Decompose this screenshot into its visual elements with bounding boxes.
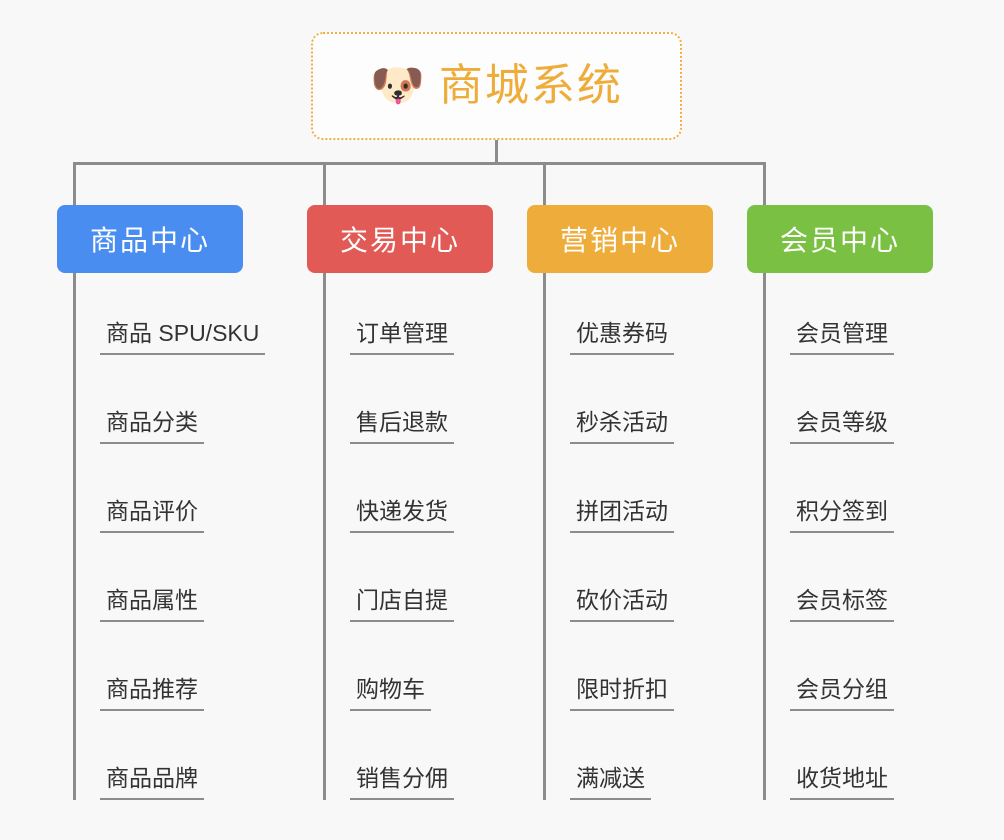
leaf-item[interactable]: 商品品牌 (74, 756, 204, 800)
leaf-item-label: 订单管理 (350, 318, 454, 355)
leaf-item-label: 会员等级 (790, 407, 894, 444)
leaf-item[interactable]: 拼团活动 (544, 489, 674, 533)
connector-spine-3 (542, 273, 546, 800)
leaf-item[interactable]: 销售分佣 (324, 756, 454, 800)
leaf-item-label: 商品品牌 (100, 763, 204, 800)
category-header-label: 营销中心 (559, 225, 680, 256)
leaf-item[interactable]: 购物车 (324, 667, 431, 711)
leaf-item-label: 秒杀活动 (570, 407, 674, 444)
leaf-item[interactable]: 会员管理 (764, 311, 894, 355)
connector-spine-1 (72, 273, 76, 800)
leaf-item[interactable]: 优惠券码 (544, 311, 674, 355)
leaf-item-label: 满减送 (570, 763, 651, 800)
leaf-item-label: 商品分类 (100, 407, 204, 444)
leaf-item-label: 商品 SPU/SKU (100, 318, 266, 355)
leaf-item[interactable]: 订单管理 (324, 311, 454, 355)
category-header-label: 交易中心 (339, 225, 460, 256)
category-header-1[interactable]: 商品中心 (57, 205, 243, 273)
connector-trunk (495, 140, 498, 165)
leaf-item[interactable]: 商品属性 (74, 578, 204, 622)
leaf-item[interactable]: 商品评价 (74, 489, 204, 533)
leaf-item-label: 门店自提 (350, 585, 454, 622)
leaf-item[interactable]: 收货地址 (764, 756, 894, 800)
category-header-3[interactable]: 营销中心 (527, 205, 713, 273)
leaf-item[interactable]: 满减送 (544, 756, 651, 800)
root-title: 商城系统 (438, 61, 623, 110)
leaf-item-label: 商品推荐 (100, 674, 204, 711)
category-header-label: 商品中心 (89, 225, 210, 256)
connector-bus (72, 162, 766, 165)
leaf-item-label: 拼团活动 (570, 496, 674, 533)
leaf-item[interactable]: 门店自提 (324, 578, 454, 622)
leaf-item[interactable]: 会员标签 (764, 578, 894, 622)
category-header-2[interactable]: 交易中心 (307, 205, 493, 273)
shiba-inu-dog-face-icon: 🐶 (370, 61, 425, 110)
leaf-item[interactable]: 商品 SPU/SKU (74, 311, 266, 355)
leaf-item-label: 快递发货 (350, 496, 454, 533)
leaf-item[interactable]: 积分签到 (764, 489, 894, 533)
leaf-item[interactable]: 商品推荐 (74, 667, 204, 711)
connector-drop-4 (762, 162, 766, 205)
connector-spine-2 (322, 273, 326, 800)
root-node[interactable]: 🐶 商城系统 (311, 32, 682, 140)
leaf-item-label: 会员标签 (790, 585, 894, 622)
leaf-item-label: 收货地址 (790, 763, 894, 800)
leaf-item-label: 销售分佣 (350, 763, 454, 800)
leaf-item[interactable]: 限时折扣 (544, 667, 674, 711)
connector-drop-2 (322, 162, 326, 205)
leaf-item[interactable]: 快递发货 (324, 489, 454, 533)
leaf-item-label: 商品属性 (100, 585, 204, 622)
leaf-item-label: 商品评价 (100, 496, 204, 533)
connector-spine-4 (762, 273, 766, 800)
category-header-4[interactable]: 会员中心 (747, 205, 933, 273)
leaf-item[interactable]: 会员等级 (764, 400, 894, 444)
leaf-item[interactable]: 会员分组 (764, 667, 894, 711)
leaf-item-label: 会员分组 (790, 674, 894, 711)
leaf-item[interactable]: 砍价活动 (544, 578, 674, 622)
leaf-item-label: 砍价活动 (570, 585, 674, 622)
leaf-item[interactable]: 商品分类 (74, 400, 204, 444)
leaf-item-label: 限时折扣 (570, 674, 674, 711)
leaf-item-label: 优惠券码 (570, 318, 674, 355)
leaf-item[interactable]: 秒杀活动 (544, 400, 674, 444)
leaf-item-label: 购物车 (350, 674, 431, 711)
category-header-label: 会员中心 (779, 225, 900, 256)
leaf-item[interactable]: 售后退款 (324, 400, 454, 444)
connector-drop-1 (72, 162, 76, 205)
leaf-item-label: 售后退款 (350, 407, 454, 444)
leaf-item-label: 积分签到 (790, 496, 894, 533)
leaf-item-label: 会员管理 (790, 318, 894, 355)
connector-drop-3 (542, 162, 546, 205)
